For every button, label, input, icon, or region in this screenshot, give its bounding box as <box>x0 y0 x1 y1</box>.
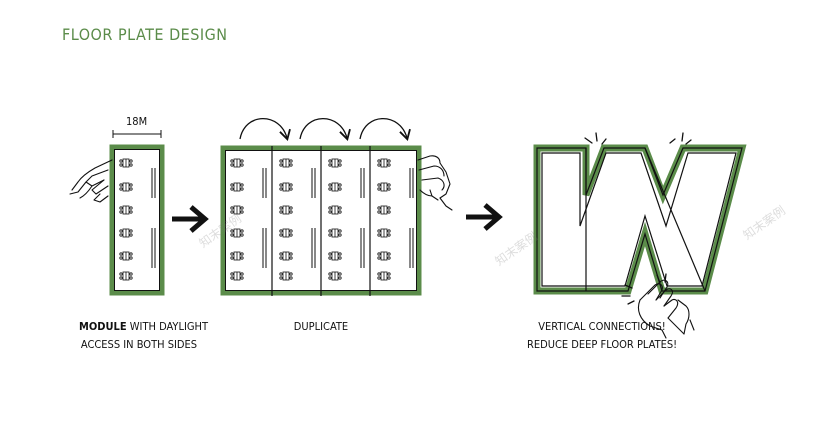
desk-cluster-icon <box>377 271 391 281</box>
duplicate-desks <box>230 158 391 281</box>
caption-vertical-line1: VERTICAL CONNECTIONS! <box>538 320 666 333</box>
desk-cluster-icon <box>279 228 293 238</box>
caption-module-line2: ACCESS IN BOTH SIDES <box>80 338 198 351</box>
desk-cluster-icon <box>119 205 133 215</box>
duplicate-plan <box>220 145 422 296</box>
curved-arrow-icon <box>239 117 291 142</box>
desk-cluster-icon <box>119 228 133 238</box>
desk-cluster-icon <box>119 182 133 192</box>
desk-cluster-icon <box>328 251 342 261</box>
caption-duplicate: DUPLICATE <box>293 320 349 333</box>
desk-cluster-icon <box>230 271 244 281</box>
desk-cluster-icon <box>230 158 244 168</box>
dimension-label: 18M <box>126 115 148 128</box>
module-plan <box>109 130 165 296</box>
curved-arrow-icon <box>359 117 411 142</box>
caption-module: MODULE WITH DAYLIGHT ACCESS IN BOTH SIDE… <box>79 318 208 354</box>
w-outline <box>536 147 743 292</box>
caption-module-bold: MODULE <box>79 320 127 333</box>
curved-arrow-icon <box>299 117 351 142</box>
module-outline <box>109 144 165 296</box>
w-inner-outline <box>541 152 737 287</box>
repeat-arrows <box>239 117 411 142</box>
desk-cluster-icon <box>279 205 293 215</box>
hand-pointing-icon <box>69 159 113 203</box>
w-divider <box>644 147 706 292</box>
w-outline-green <box>533 144 747 295</box>
desk-cluster-icon <box>230 228 244 238</box>
desk-cluster-icon <box>328 205 342 215</box>
desk-cluster-icon <box>377 205 391 215</box>
desk-cluster-icon <box>328 271 342 281</box>
caption-vertical-line2: REDUCE DEEP FLOOR PLATES! <box>527 338 678 351</box>
desk-cluster-icon <box>377 182 391 192</box>
desk-cluster-icon <box>230 205 244 215</box>
desk-cluster-icon <box>328 228 342 238</box>
arrow-right-icon <box>466 203 503 231</box>
arrow-right-icon <box>172 205 209 233</box>
module-desks <box>119 158 133 281</box>
page-title: FLOOR PLATE DESIGN <box>62 25 228 44</box>
desk-cluster-icon <box>119 158 133 168</box>
desk-cluster-icon <box>119 271 133 281</box>
w-shaped-plan <box>533 144 747 295</box>
desk-cluster-icon <box>377 228 391 238</box>
caption-vertical: VERTICAL CONNECTIONS! REDUCE DEEP FLOOR … <box>527 318 677 354</box>
desk-cluster-icon <box>279 251 293 261</box>
desk-cluster-icon <box>279 182 293 192</box>
desk-cluster-icon <box>119 251 133 261</box>
caption-module-line1: WITH DAYLIGHT <box>126 320 209 333</box>
clapping-hands-icon <box>637 279 695 339</box>
desk-cluster-icon <box>230 251 244 261</box>
desk-cluster-icon <box>328 182 342 192</box>
desk-cluster-icon <box>230 182 244 192</box>
desk-cluster-icon <box>279 271 293 281</box>
desk-cluster-icon <box>377 158 391 168</box>
desk-cluster-icon <box>279 158 293 168</box>
duplicate-windows <box>262 168 414 268</box>
desk-cluster-icon <box>328 158 342 168</box>
desk-cluster-icon <box>377 251 391 261</box>
hand-pointing-icon <box>417 155 453 211</box>
